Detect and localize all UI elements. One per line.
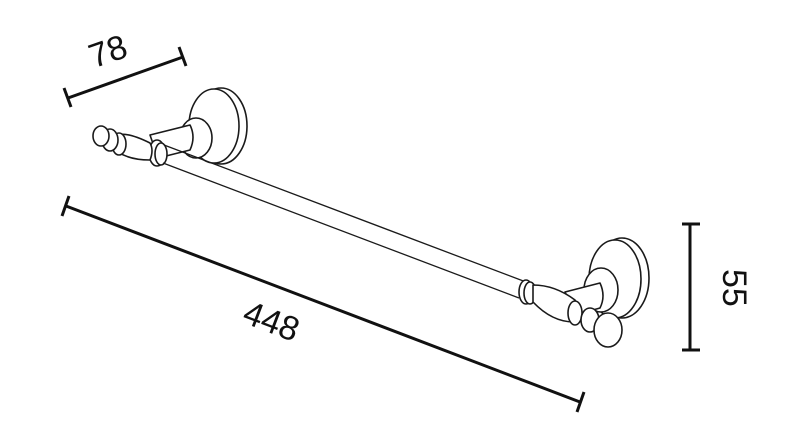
- right-bracket: [518, 237, 650, 348]
- towel-rod: [162, 144, 527, 299]
- length-dimension-tick-left: [60, 195, 71, 217]
- length-dimension-tick-right: [575, 391, 586, 413]
- left-bracket: [92, 87, 248, 167]
- height-dimension-label: 55: [715, 269, 753, 307]
- depth-dimension: 78: [62, 28, 188, 108]
- depth-dimension-label: 78: [84, 28, 132, 76]
- length-dimension-line: [65, 204, 581, 404]
- length-dimension-label: 448: [238, 294, 305, 350]
- right-finial-knob: [593, 312, 623, 348]
- depth-dimension-line: [67, 55, 184, 100]
- left-collar-inner: [154, 142, 168, 166]
- left-finial-tip: [92, 125, 110, 147]
- right-finial-ring: [567, 300, 583, 326]
- depth-dimension-tick-left: [62, 87, 73, 108]
- length-dimension: 448: [60, 195, 586, 413]
- rod-bottom-edge: [162, 162, 520, 299]
- height-dimension: 55: [682, 222, 753, 352]
- depth-dimension-tick-right: [177, 46, 188, 67]
- rod-top-edge: [163, 144, 527, 283]
